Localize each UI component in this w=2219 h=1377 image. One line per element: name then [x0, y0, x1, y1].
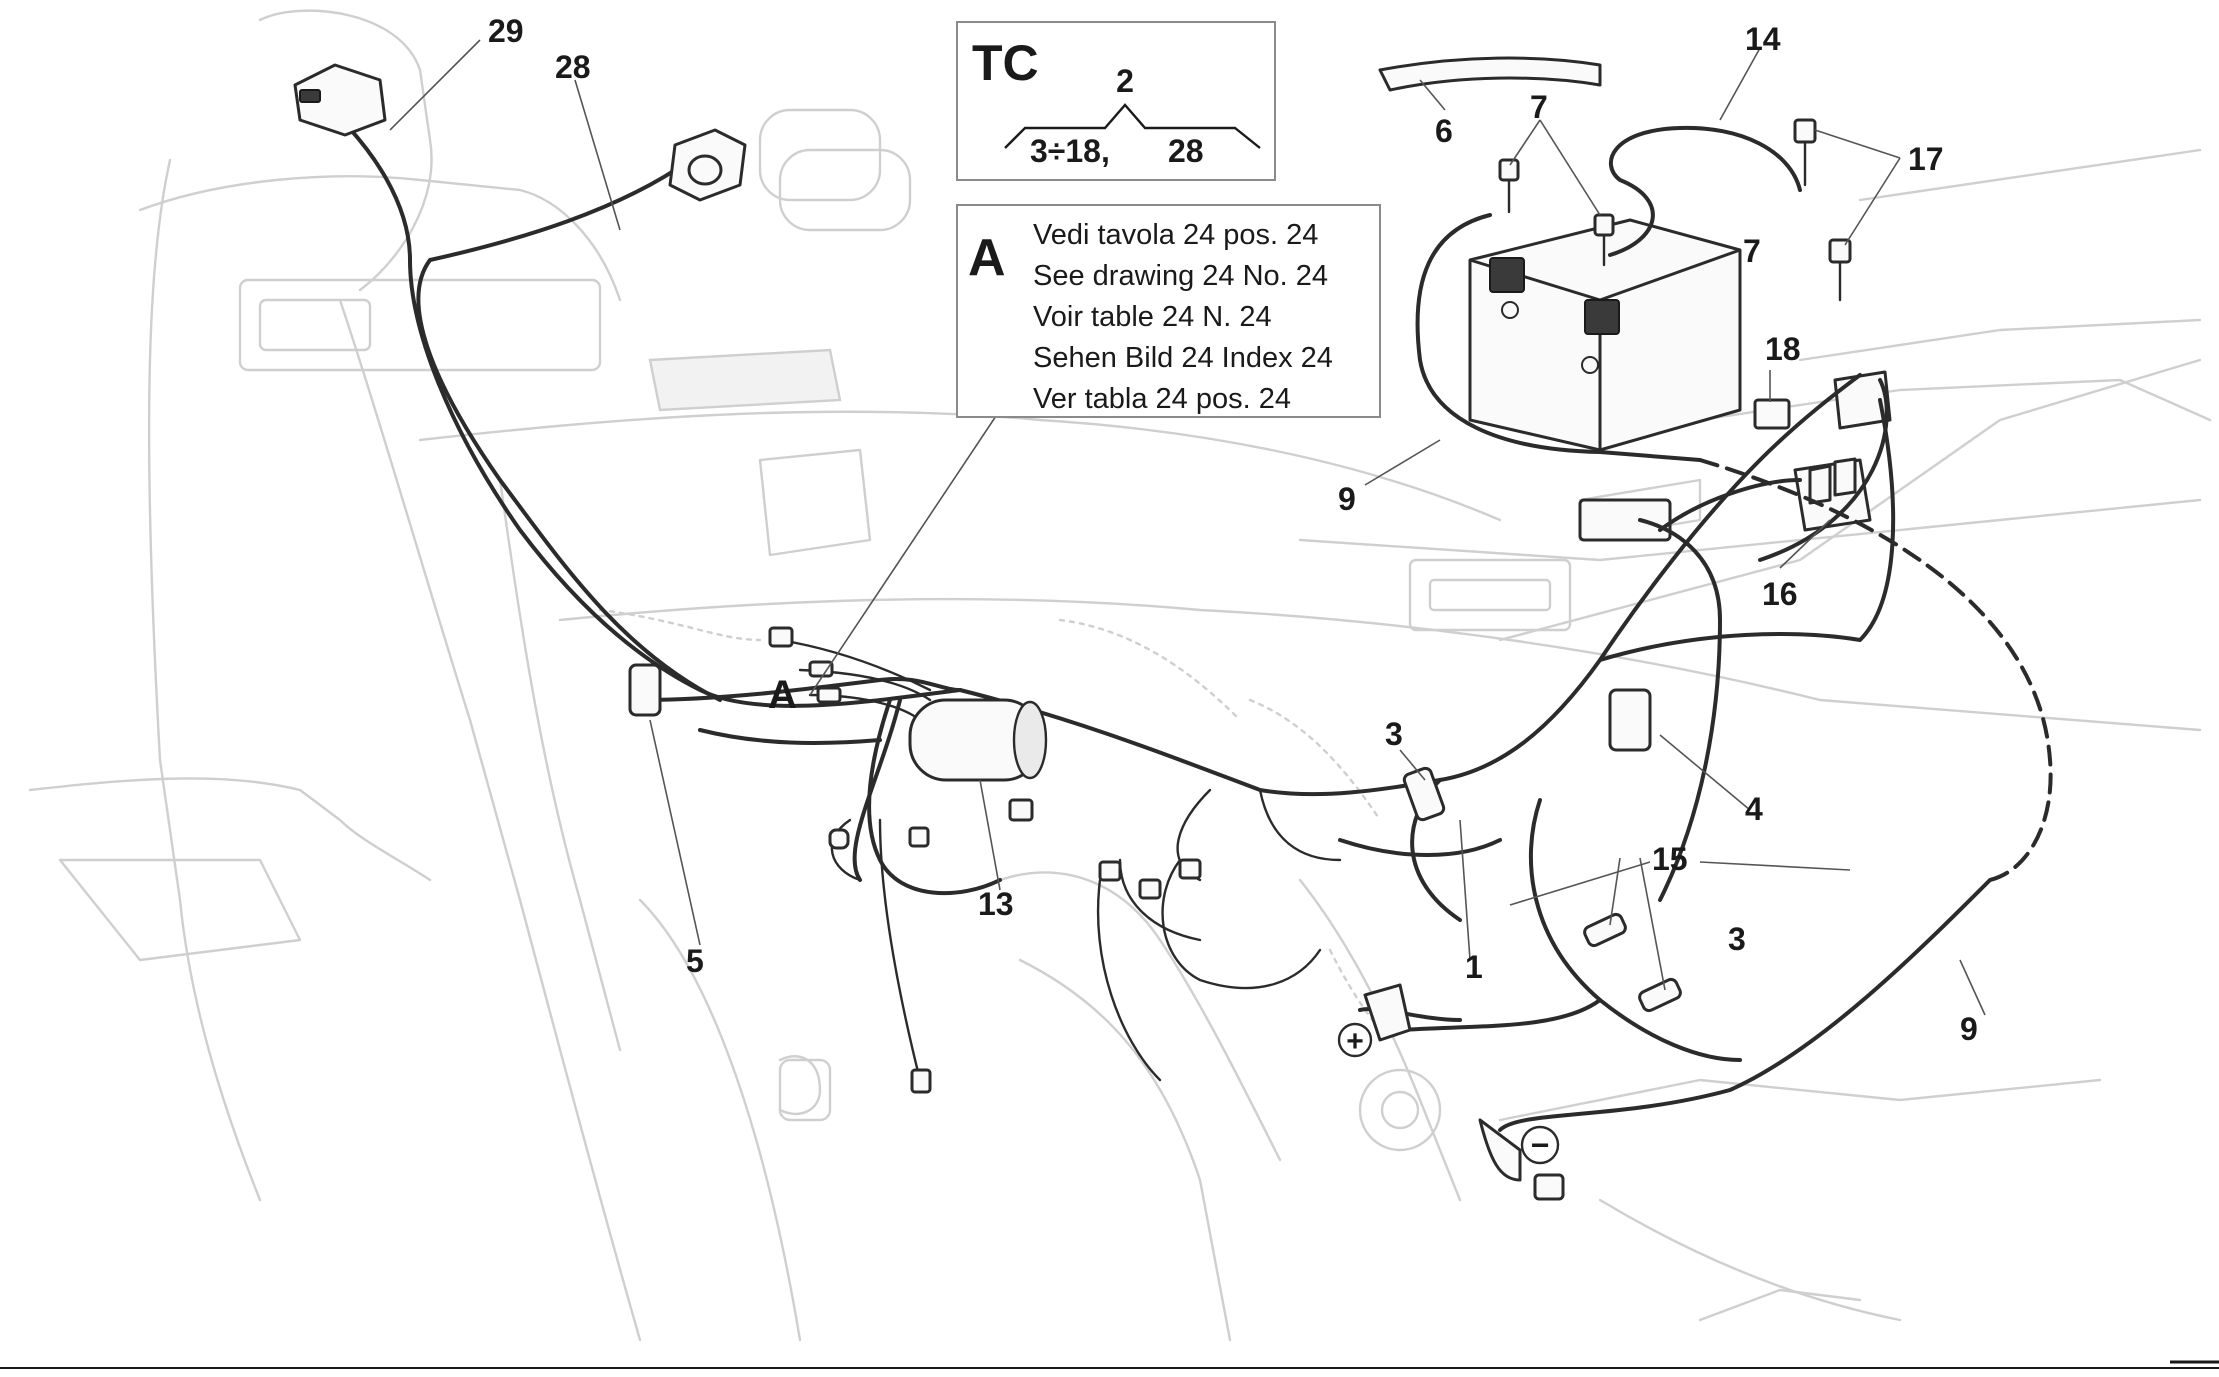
callout-16: 16 — [1762, 576, 1798, 612]
callout-18: 18 — [1765, 331, 1801, 367]
clamps — [628, 663, 1682, 1013]
a-box-line-5: Ver tabla 24 pos. 24 — [1033, 383, 1291, 415]
callout-3a: 3 — [1385, 716, 1403, 752]
callout-9b: 9 — [1960, 1011, 1978, 1047]
a-box-line-3: Voir table 24 N. 24 — [1033, 301, 1272, 333]
tc-box: TC 2 3÷18, 28 — [956, 21, 1276, 181]
callout-9a: 9 — [1338, 481, 1356, 517]
a-box-letter: A — [968, 229, 1006, 287]
tc-top: 2 — [1116, 63, 1134, 99]
connector-block — [1578, 498, 1672, 542]
a-box-line-4: Sehen Bild 24 Index 24 — [1033, 342, 1333, 374]
callout-7b: 7 — [1743, 233, 1761, 269]
handlebar-switches — [293, 63, 747, 202]
plus-symbol: + — [1346, 1025, 1364, 1058]
callout-17: 17 — [1908, 141, 1944, 177]
a-box-line-2: See drawing 24 No. 24 — [1033, 260, 1328, 292]
background-frame — [28, 9, 2212, 1342]
callout-29: 29 — [488, 13, 524, 49]
tc-left: 3÷18, — [1030, 133, 1110, 169]
callout-A: A — [768, 673, 797, 717]
callout-labels: 29 28 6 7 7 14 17 18 9 16 4 3 15 3 1 9 1… — [488, 13, 1978, 1047]
callout-5: 5 — [686, 943, 704, 979]
callout-28: 28 — [555, 49, 591, 85]
battery — [1468, 218, 1742, 452]
bolts — [1498, 118, 1852, 302]
callout-7a: 7 — [1530, 89, 1548, 125]
connectors-a — [768, 626, 1202, 1094]
callout-13: 13 — [978, 886, 1014, 922]
callout-14: 14 — [1745, 21, 1781, 57]
callout-4: 4 — [1745, 791, 1763, 827]
callout-1: 1 — [1465, 949, 1483, 985]
component-13 — [908, 698, 1048, 782]
a-reference-box: A Vedi tavola 24 pos. 24 See drawing 24 … — [956, 204, 1381, 418]
main-harness — [308, 88, 2053, 1132]
terminals — [1337, 983, 1565, 1201]
callout-3b: 3 — [1728, 921, 1746, 957]
leader-lines — [389, 39, 1986, 1016]
battery-strap — [1378, 56, 1602, 92]
tc-title: TC — [972, 35, 1039, 91]
tc-right: 28 — [1168, 133, 1204, 169]
minus-symbol: − — [1531, 1127, 1550, 1163]
callout-15: 15 — [1652, 841, 1688, 877]
callout-6: 6 — [1435, 113, 1453, 149]
a-box-line-1: Vedi tavola 24 pos. 24 — [1033, 219, 1318, 251]
